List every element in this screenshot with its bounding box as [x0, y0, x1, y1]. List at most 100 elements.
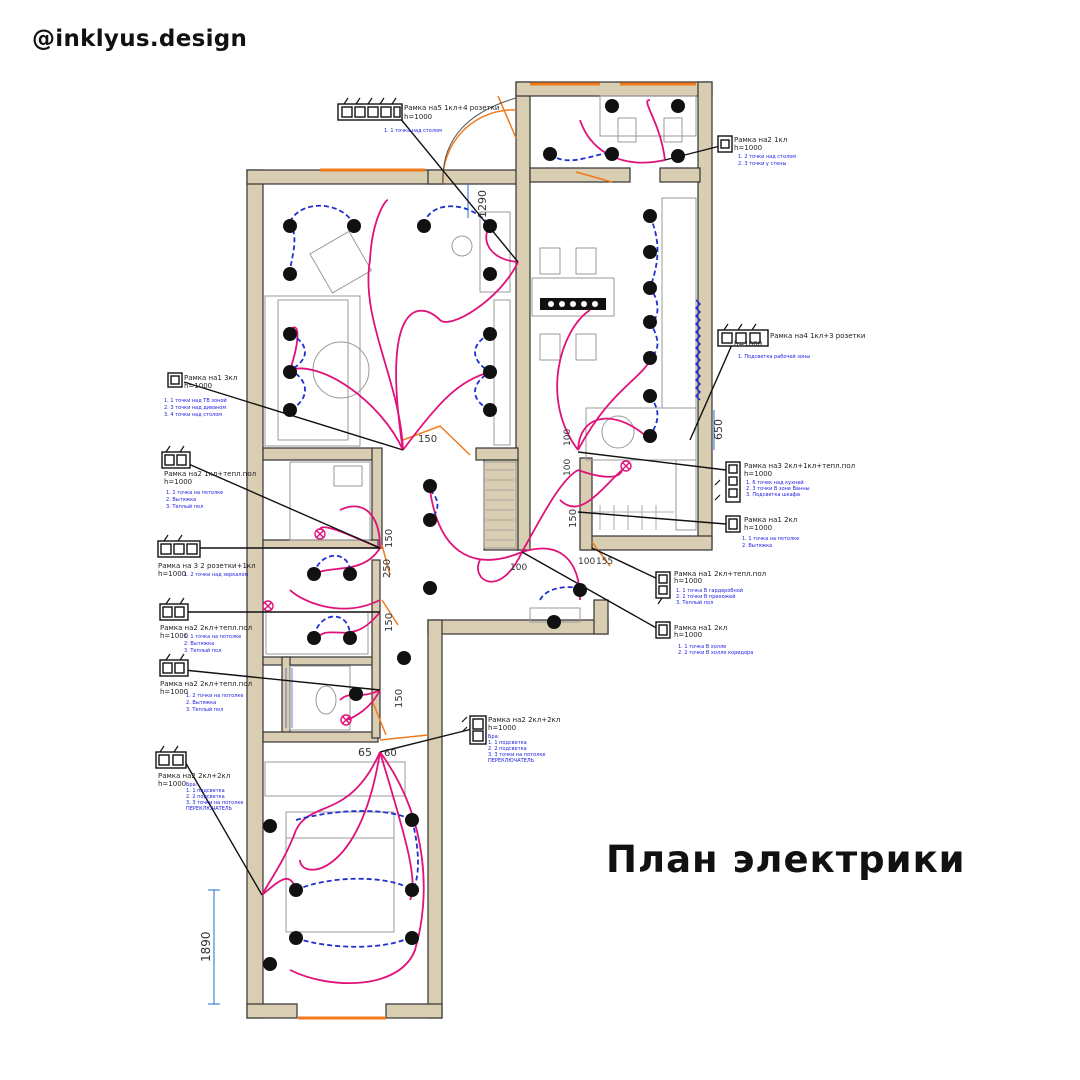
ceiling-light-icon: [605, 99, 619, 113]
dim-650: 650: [712, 419, 725, 440]
ceiling-light-icon: [643, 209, 657, 223]
legend-note: 1. 6 точек над кухней: [746, 479, 804, 486]
leader-lines: [183, 111, 735, 896]
doors: [371, 95, 613, 741]
legend-note: 3. Теплый пол: [186, 706, 223, 713]
author-handle: @inklyus.design: [32, 26, 248, 52]
ceiling-light-icon: [289, 883, 303, 897]
ceiling-light-icon: [483, 267, 497, 281]
legend-l9: Рамка на2 2кл+2кл h=1000 Бра: 1. 1 подсв…: [158, 772, 243, 812]
ceiling-light-icon: [349, 687, 363, 701]
legend-l13: Рамка на1 2кл h=1000 1. 1 точка В холле …: [674, 624, 753, 656]
exhaust-fan-icon: [262, 600, 274, 612]
ceiling-light-icon: [405, 931, 419, 945]
ceiling-light-icon: [283, 327, 297, 341]
dimension-lines: [208, 184, 715, 1005]
legend-note: 2. 2 подсветка: [186, 794, 225, 800]
legend-l5: Рамка на2 1кл+тепл.пол h=1000 1. 1 точка…: [164, 470, 256, 510]
legend-height: h=1000: [160, 632, 188, 640]
legend-height: h=1000: [184, 382, 212, 390]
legend-height: h=1000: [158, 780, 186, 788]
socket-block-icon: [157, 540, 201, 558]
legend-note: 1. Подсветка рабочей зоны: [738, 353, 810, 360]
ceiling-light-icon: [643, 315, 657, 329]
legend-note: 1. 2 точки на потолке: [186, 693, 243, 699]
legend-height: h=1000: [744, 470, 772, 478]
ceiling-light-icon: [283, 365, 297, 379]
ceiling-light-icon: [423, 479, 437, 493]
ceiling-light-icon: [307, 567, 321, 581]
legend-title: Рамка на2 1кл+тепл.пол: [164, 470, 256, 478]
legend-note: 1. 2 точки над столом: [738, 154, 796, 160]
legend-title: Рамка на2 2кл+тепл.пол: [160, 624, 252, 632]
ceiling-light-icon: [343, 631, 357, 645]
ceiling-light-icon: [397, 651, 411, 665]
legend-height: h=1000: [674, 631, 702, 639]
switch-block-icon: [469, 715, 487, 745]
ceiling-light-icon: [605, 147, 619, 161]
ceiling-light-icon: [263, 957, 277, 971]
switch-block-icon: [655, 621, 671, 639]
legend-note: 2. 2 подсветка: [488, 746, 527, 752]
legend-height: h=1000: [744, 524, 772, 532]
switch-block-icon: [161, 451, 191, 469]
legend-l2: Рамка на2 1кл h=1000 1. 2 точки над стол…: [734, 136, 796, 167]
light-fixtures: [263, 99, 685, 971]
exhaust-fan-icon: [314, 528, 326, 540]
legend-note: ПЕРЕКЛЮЧАТЕЛЬ: [186, 806, 233, 812]
dim-150-b: 150: [384, 529, 395, 548]
legend-note: 1. 1 точки над ТВ зоной: [164, 397, 227, 404]
legend-height: h=1000: [164, 478, 192, 486]
switch-block-icon: [155, 751, 187, 769]
dim-150-a: 150: [418, 434, 437, 445]
legend-height: h=1000: [734, 144, 762, 152]
legend-note: 2. Вытяжка: [186, 700, 216, 706]
dim-100-b: 100: [563, 459, 573, 476]
ceiling-light-icon: [643, 351, 657, 365]
ceiling-light-icon: [417, 219, 431, 233]
ceiling-light-icon: [423, 513, 437, 527]
legend-note: 1. 1 точка над столом: [384, 128, 442, 134]
ceiling-light-icon: [643, 281, 657, 295]
led-strip: [694, 299, 702, 401]
legend-height: h=1000: [488, 724, 516, 732]
dim-60: 60: [384, 748, 397, 759]
legend-note: 1. 2 точки над зеркалом: [184, 572, 249, 578]
ceiling-light-icon: [643, 245, 657, 259]
legend-note: 2. 2 точки В прихожей: [676, 593, 735, 600]
legend-title: Рамка на 3 2 розетки+1кл: [158, 562, 256, 570]
dim-1290: 1290: [476, 190, 489, 218]
legend-l1: Рамка на5 1кл+4 розетки h=1000 1. 1 точк…: [384, 104, 499, 134]
legend-l7: Рамка на2 2кл+тепл.пол h=1000 1. 1 точка…: [160, 624, 252, 654]
legend-title: Рамка на2 2кл+тепл.пол: [160, 680, 252, 688]
legend-note: Бра:: [488, 734, 500, 740]
legend-title: Рамка на2 1кл: [734, 136, 787, 144]
switch-block-icon: [725, 461, 741, 503]
ceiling-light-icon: [343, 567, 357, 581]
exhaust-fan-icon: [620, 460, 632, 472]
dim-100-c: 100: [510, 563, 527, 573]
switch-block-icon: [167, 372, 183, 388]
legend-title: Рамка на4 1кл+3 розетки: [770, 332, 865, 340]
ceiling-light-icon: [289, 931, 303, 945]
legend-note: 2. Вытяжка: [166, 497, 196, 503]
legend-l12: Рамка на1 2кл+тепл.пол h=1000 1. 1 точка…: [674, 570, 766, 606]
legend-note: 2. 3 точки у стены: [738, 161, 786, 167]
socket-block-icon: [337, 103, 403, 121]
dim-1890: 1890: [199, 931, 213, 962]
windows: [298, 82, 696, 1020]
socket-block-icon: [717, 329, 769, 347]
ceiling-light-icon: [423, 581, 437, 595]
legend-note: 3. Теплый пол: [676, 599, 713, 606]
legend-l6: Рамка на 3 2 розетки+1кл h=1000 1. 2 точ…: [158, 562, 256, 578]
dim-150-d: 150: [394, 689, 405, 708]
legend-l14: Рамка на2 2кл+2кл h=1000 Бра: 1. 1 подсв…: [488, 716, 560, 764]
legend-note: 3. 3 точки на потолке: [488, 752, 545, 758]
dim-150-e: 150: [568, 509, 579, 528]
legend-title: Рамка на1 2кл+тепл.пол: [674, 570, 766, 578]
ceiling-light-icon: [547, 615, 561, 629]
legend-note: 1. 1 точка на потолке: [184, 634, 241, 640]
ceiling-light-icon: [347, 219, 361, 233]
ceiling-light-icon: [483, 327, 497, 341]
dimension-labels: 1290 650 1890 150 150 150 150 150 100 10…: [199, 190, 725, 962]
